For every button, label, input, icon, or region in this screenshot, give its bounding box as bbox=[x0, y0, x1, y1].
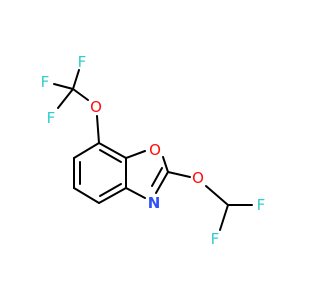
molecule-canvas: F F F O O O N F F bbox=[40, 53, 266, 248]
bond-c-f2 bbox=[53, 83, 74, 90]
bond-c7a-o1 bbox=[125, 150, 146, 159]
fluorine-atom-label: F bbox=[41, 73, 50, 91]
bond-c7a-c7-inner bbox=[99, 149, 122, 163]
bond-c2-n3 bbox=[155, 171, 169, 194]
fluorine-atom-label: F bbox=[47, 109, 56, 127]
nitrogen-atom-label: N bbox=[148, 194, 161, 212]
bond-n3-c3a bbox=[125, 187, 146, 199]
bond-c-f1 bbox=[72, 69, 80, 90]
bond-c2-o bbox=[167, 171, 191, 178]
bond-o-cf3 bbox=[72, 88, 89, 101]
bond-c-f5 bbox=[219, 204, 229, 231]
molecule-structure: F F F O O O N F F bbox=[41, 53, 266, 248]
oxygen-atom-label: O bbox=[192, 169, 204, 187]
fluorine-atom-label: F bbox=[257, 196, 266, 214]
bond-c5-c4 bbox=[73, 187, 100, 204]
oxygen-atom-label: O bbox=[149, 141, 161, 159]
bond-c-f3 bbox=[57, 88, 74, 109]
bond-o1-c2 bbox=[162, 156, 169, 173]
bond-c7a-c7 bbox=[98, 142, 127, 159]
bond-c7-o bbox=[96, 115, 100, 144]
bond-c4-c3a-inner bbox=[99, 183, 122, 197]
bond-o-chf2 bbox=[205, 185, 229, 206]
bond-c2-n3-double bbox=[151, 167, 163, 187]
bond-c7-c6 bbox=[73, 142, 100, 159]
bond-c4-c3a bbox=[98, 187, 127, 204]
fluorine-atom-label: F bbox=[78, 53, 87, 71]
fluorine-atom-label: F bbox=[211, 230, 220, 248]
oxygen-atom-label: O bbox=[90, 98, 102, 116]
